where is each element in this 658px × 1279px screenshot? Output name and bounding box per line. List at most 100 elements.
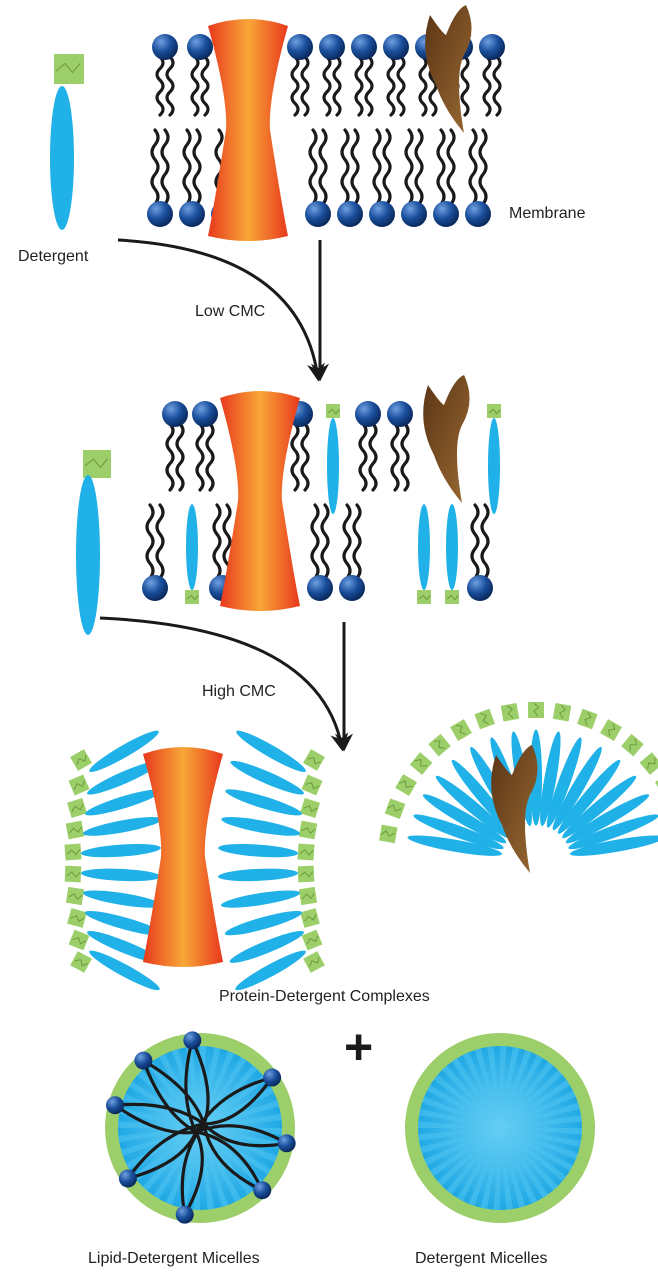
- lipid-tail: [162, 130, 168, 204]
- free-detergent-1: [50, 54, 84, 230]
- lipid-tail: [342, 130, 348, 204]
- lipid-tail: [302, 57, 308, 115]
- lipid-tail: [147, 505, 153, 578]
- detergent-tail: [50, 86, 74, 230]
- lipid-head: [369, 201, 395, 227]
- lipid: [387, 401, 413, 490]
- lipid-head: [307, 575, 333, 601]
- lipid-tail: [354, 505, 360, 578]
- detergent-head: [600, 719, 622, 741]
- lipid-head: [152, 34, 178, 60]
- lipid: [305, 130, 331, 227]
- lipid: [147, 130, 173, 227]
- lipid: [162, 401, 188, 490]
- detergent-tail: [186, 504, 198, 590]
- detergent-head: [299, 821, 318, 840]
- detergent-molecule: [66, 887, 163, 911]
- lipid-tail: [177, 424, 183, 490]
- detergent-head: [185, 590, 199, 604]
- lipid-head: [278, 1134, 296, 1152]
- protein-detergent-complexes-label: Protein-Detergent Complexes: [219, 988, 430, 1006]
- lipid-head: [179, 201, 205, 227]
- lipid-detergent-micelles-label: Lipid-Detergent Micelles: [88, 1250, 260, 1268]
- lipid-tail: [344, 505, 350, 578]
- lipid-tail: [482, 505, 488, 578]
- detergent-molecule: [220, 887, 317, 911]
- detergent-head: [83, 450, 111, 478]
- lipid-tail: [322, 505, 328, 578]
- lipid-head: [263, 1069, 281, 1087]
- lipid-head: [351, 34, 377, 60]
- lipid-tail: [324, 57, 330, 115]
- lipid: [351, 34, 377, 115]
- detergent-tail: [220, 887, 301, 911]
- lipid-tail: [292, 57, 298, 115]
- detergent-molecule: [64, 842, 161, 861]
- detergent-head: [385, 798, 406, 819]
- lipid-tail: [470, 130, 476, 204]
- lipid-tail: [157, 505, 163, 578]
- detergent-head: [445, 590, 459, 604]
- lipid-tail: [356, 57, 362, 115]
- detergent-molecule: [220, 813, 317, 839]
- detergent-head: [70, 749, 92, 771]
- lipid-head: [147, 201, 173, 227]
- lipid-tail: [388, 57, 394, 115]
- detergent-molecule: [218, 842, 315, 861]
- lipid-head: [387, 401, 413, 427]
- detergent-head: [379, 825, 398, 844]
- lipid-tail: [366, 57, 372, 115]
- detergent-head: [65, 866, 82, 883]
- lipid-head: [433, 201, 459, 227]
- detergent-molecule: [218, 866, 315, 883]
- lipid: [337, 130, 363, 227]
- detergent-molecule: [66, 813, 163, 839]
- detergent-head: [417, 590, 431, 604]
- lipid-tail: [167, 57, 173, 115]
- detergent-micelle: [405, 1033, 595, 1223]
- lipid-tail: [202, 57, 208, 115]
- detergent-head: [501, 703, 520, 722]
- lipid-tail: [420, 57, 426, 115]
- detergent-head: [70, 951, 92, 973]
- detergent-tail: [327, 418, 339, 514]
- detergent-tail: [82, 813, 163, 839]
- detergent-micelles-label: Detergent Micelles: [415, 1250, 548, 1268]
- detergent-tail: [82, 887, 163, 911]
- lipid: [479, 34, 505, 115]
- lipid: [307, 505, 333, 601]
- lipid: [187, 34, 213, 115]
- detergent-molecule: [445, 504, 459, 604]
- detergent-head: [298, 866, 315, 883]
- lipid: [383, 34, 409, 115]
- lipid-head: [142, 575, 168, 601]
- detergent-head: [67, 798, 87, 818]
- lipid: [339, 505, 365, 601]
- detergent-head: [474, 709, 495, 730]
- detergent-head: [450, 719, 472, 741]
- lipid-tail: [207, 424, 213, 490]
- detergent-molecule: [417, 504, 431, 604]
- detergent-head: [487, 404, 501, 418]
- channel-protein: [143, 747, 223, 967]
- lipid-tail: [197, 424, 203, 490]
- membrane-with-detergent: [142, 375, 501, 611]
- detergent-head: [66, 887, 84, 905]
- plus-sign: +: [344, 1022, 373, 1072]
- lipid-head: [134, 1052, 152, 1070]
- lipid-tail: [406, 130, 412, 204]
- lipid-tail: [360, 424, 366, 490]
- lipid-detergent-micelle: [105, 1031, 296, 1223]
- detergent-label: Detergent: [18, 248, 88, 266]
- detergent-head: [64, 843, 81, 860]
- lipid: [142, 505, 168, 601]
- lipid-tail: [167, 424, 173, 490]
- detergent-head: [67, 908, 87, 928]
- lipid-head: [319, 34, 345, 60]
- lipid-head: [465, 201, 491, 227]
- lipid-head: [183, 1031, 201, 1049]
- lipid-tail: [352, 130, 358, 204]
- lipid-tail: [374, 130, 380, 204]
- lipid: [287, 34, 313, 115]
- lipid-tail: [462, 57, 468, 115]
